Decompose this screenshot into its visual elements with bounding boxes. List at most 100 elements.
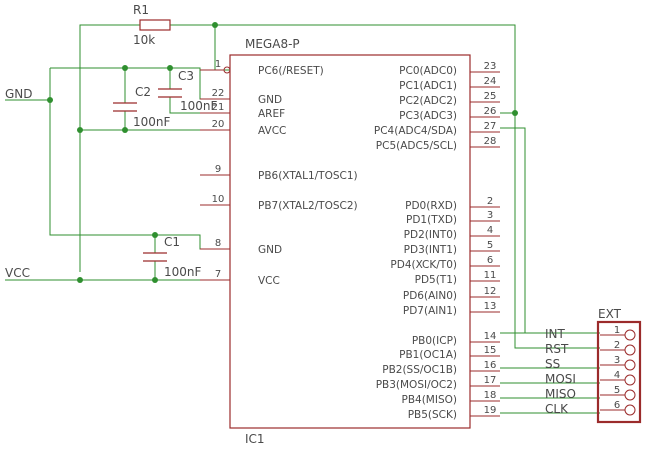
pin-label: PB4(MISO) (402, 394, 458, 406)
resistor-ref: R1 (133, 3, 149, 17)
pin-number: 24 (484, 76, 497, 87)
pin-label: PB2(SS/OC1B) (382, 364, 457, 376)
ic-pin-right: 25 PC2(ADC2) (399, 91, 500, 107)
capacitor-c1: C1 100nF (143, 235, 202, 279)
junction-dot (512, 110, 518, 116)
pin-label: AVCC (258, 125, 286, 137)
wires (5, 24, 600, 414)
pin-label: PD6(AIN0) (403, 290, 457, 302)
pin-number: 27 (484, 121, 497, 132)
capacitor-c3: C3 100nF (158, 69, 218, 113)
ic-name: MEGA8-P (245, 37, 300, 51)
resistor-r1: R1 10k (133, 3, 171, 47)
pin-label: PD3(INT1) (404, 244, 457, 256)
connector-pin-number: 3 (614, 355, 620, 366)
pin-label: PB0(ICP) (412, 335, 457, 347)
pin-number: 2 (487, 196, 493, 207)
capacitor-ref: C1 (164, 235, 180, 249)
resistor-value: 10k (133, 33, 155, 47)
connector-signal-label: CLK (545, 402, 569, 416)
connector-pin: 2 RST (545, 340, 636, 356)
capacitor-ref: C3 (178, 69, 194, 83)
pin-label: PC5(ADC5/SCL) (376, 140, 457, 152)
ic-pin-right: 16 PB2(SS/OC1B) (382, 360, 500, 376)
connector-ref: EXT (598, 307, 622, 321)
ic-pin-right: 3 PD1(TXD) (406, 210, 500, 226)
pin-label: PD2(INT0) (404, 229, 457, 241)
ic-pin-right: 18 PB4(MISO) (402, 390, 500, 406)
junction-dot (152, 232, 158, 238)
pin-number: 18 (484, 390, 497, 401)
connector-signal-label: INT (545, 327, 566, 341)
connector-signal-label: SS (545, 357, 560, 371)
pin-number: 19 (484, 405, 497, 416)
pin-number: 26 (484, 106, 497, 117)
connector-pin-number: 5 (614, 385, 620, 396)
pin-label: PD0(RXD) (405, 200, 457, 212)
pin-number: 8 (215, 238, 221, 249)
pin-number: 22 (212, 88, 225, 99)
ic-body (229, 54, 471, 429)
ic-pin-right: 28 PC5(ADC5/SCL) (376, 136, 500, 152)
pin-label: PB6(XTAL1/TOSC1) (258, 170, 358, 182)
pin-number: 16 (484, 360, 497, 371)
junction-dot (77, 277, 83, 283)
connector-pin: 3 SS (545, 355, 636, 371)
pin-number: 23 (484, 61, 497, 72)
ic-pin-right: 15 PB1(OC1A) (399, 345, 500, 361)
connector-signal-label: RST (545, 342, 569, 356)
pin-label: PC2(ADC2) (399, 95, 457, 107)
pin-number: 25 (484, 91, 497, 102)
junction-dot (122, 127, 128, 133)
pin-label: PB7(XTAL2/TOSC2) (258, 200, 358, 212)
pin-number: 28 (484, 136, 497, 147)
pin-label: PD7(AIN1) (403, 305, 457, 317)
capacitor-value: 100nF (133, 115, 171, 129)
pin-label: VCC (258, 275, 280, 287)
vcc-net-label: VCC (5, 266, 30, 280)
pin-number: 3 (487, 210, 493, 221)
pin-label: PB3(MOSI/OC2) (376, 379, 457, 391)
capacitor-c2: C2 100nF (113, 85, 171, 129)
resistor-body (139, 19, 171, 31)
pin-label: PD1(TXD) (406, 214, 457, 226)
junction-dot (47, 97, 53, 103)
junction-dot (122, 65, 128, 71)
pin-number: 15 (484, 345, 497, 356)
pin-number: 10 (212, 194, 225, 205)
connector-body (596, 320, 642, 424)
junction-dot (152, 277, 158, 283)
pin-label: AREF (258, 108, 285, 120)
pin-number: 13 (484, 301, 497, 312)
connector-signal-label: MOSI (545, 372, 576, 386)
pin-number: 21 (212, 102, 225, 113)
pin-number: 20 (212, 119, 225, 130)
ic-mega8: MEGA8-P IC1 1PC6(/RESET)22GND21AREF20AVC… (200, 37, 500, 446)
connector-pin-number: 2 (614, 340, 620, 351)
pin-number: 11 (484, 270, 497, 281)
capacitor-value: 100nF (164, 265, 202, 279)
junction-dot (77, 127, 83, 133)
pin-label: PB1(OC1A) (399, 349, 457, 361)
pin-number: 1 (215, 59, 221, 70)
